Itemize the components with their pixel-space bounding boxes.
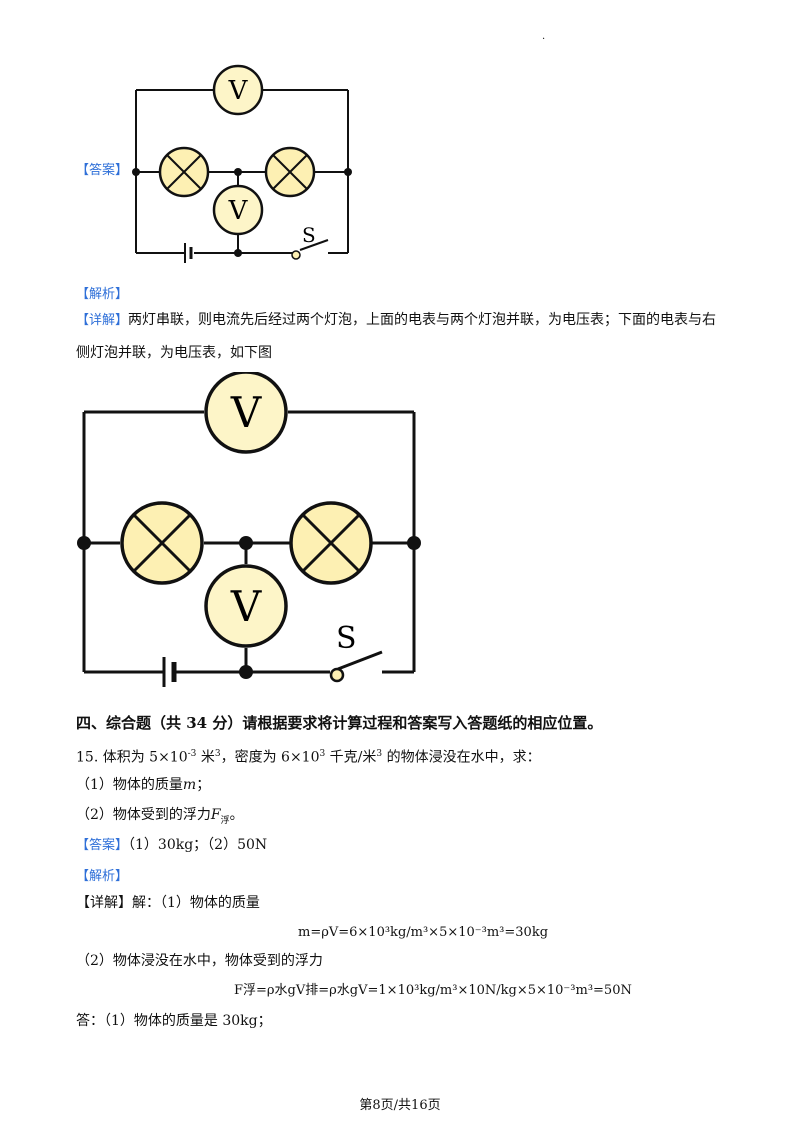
- battery-icon: [184, 243, 193, 263]
- q15-detail: 【详解】解：（1）物体的质量: [76, 895, 260, 911]
- q15-sub2: （2）物体受到的浮力F浮。: [76, 807, 244, 826]
- circuit-diagram-large: V V S: [77, 372, 421, 687]
- node-dot: [344, 168, 352, 176]
- detail-line-1: 【详解】两灯串联，则电流先后经过两个灯泡，上面的电表与两个灯泡并联，为电压表；下…: [76, 312, 717, 328]
- node-dot: [132, 168, 140, 176]
- lamp-right-icon: [289, 501, 373, 585]
- detail-tag: 【详解】: [76, 895, 132, 911]
- node-dot: [239, 536, 253, 550]
- svg-text:V: V: [228, 196, 249, 226]
- q15-analysis-tag: 【解析】: [76, 869, 129, 884]
- voltmeter-bottom: V: [212, 184, 264, 236]
- page-dot: .: [542, 31, 546, 42]
- q15-answer: 【答案】（1）30kg；（2）50N: [76, 837, 268, 853]
- node-dot: [239, 665, 253, 679]
- lamp-left-icon: [158, 146, 210, 198]
- svg-text:V: V: [230, 388, 262, 437]
- q15-stem: 15. 体积为 5×10-3 米3，密度为 6×103 千克/米3 的物体浸没在…: [76, 749, 541, 766]
- switch-contact-icon: [291, 250, 301, 260]
- q15-conclusion: 答：（1）物体的质量是 30kg；: [76, 1013, 272, 1029]
- q15-equation-1: m=ρV=6×10³kg/m³×5×10⁻³m³=30kg: [298, 925, 549, 940]
- q15-sub1: （1）物体的质量m；: [76, 777, 211, 793]
- node-dot: [77, 536, 91, 550]
- svg-text:V: V: [228, 76, 249, 106]
- lamp-left-icon: [120, 501, 204, 585]
- switch-label: S: [336, 621, 357, 656]
- detail-line-2: 侧灯泡并联，为电压表，如下图: [76, 345, 272, 361]
- battery-icon: [162, 657, 177, 687]
- voltmeter-top: V: [212, 64, 264, 116]
- analysis-tag: 【解析】: [76, 287, 129, 302]
- switch-contact-icon: [329, 667, 345, 683]
- detail-tag: 【详解】: [76, 313, 129, 328]
- voltmeter-bottom: V: [204, 564, 288, 648]
- q15-part2: （2）物体浸没在水中，物体受到的浮力: [76, 953, 323, 969]
- node-dot: [407, 536, 421, 550]
- circuit-diagram-small: V V S: [132, 64, 352, 263]
- svg-text:V: V: [230, 582, 262, 631]
- answer-tag: 【答案】: [76, 838, 129, 853]
- section-heading: 四、综合题（共 34 分）请根据要求将计算过程和答案写入答题纸的相应位置。: [76, 714, 603, 732]
- switch-label: S: [302, 223, 316, 247]
- page-footer: 第8页/共16页: [359, 1098, 441, 1113]
- answer-tag: 【答案】: [76, 163, 129, 178]
- voltmeter-top: V: [204, 372, 288, 454]
- node-dot: [234, 168, 242, 176]
- node-dot: [234, 249, 242, 257]
- q15-equation-2: F浮=ρ水gV排=ρ水gV=1×10³kg/m³×10N/kg×5×10⁻³m³…: [234, 983, 632, 998]
- lamp-right-icon: [264, 146, 316, 198]
